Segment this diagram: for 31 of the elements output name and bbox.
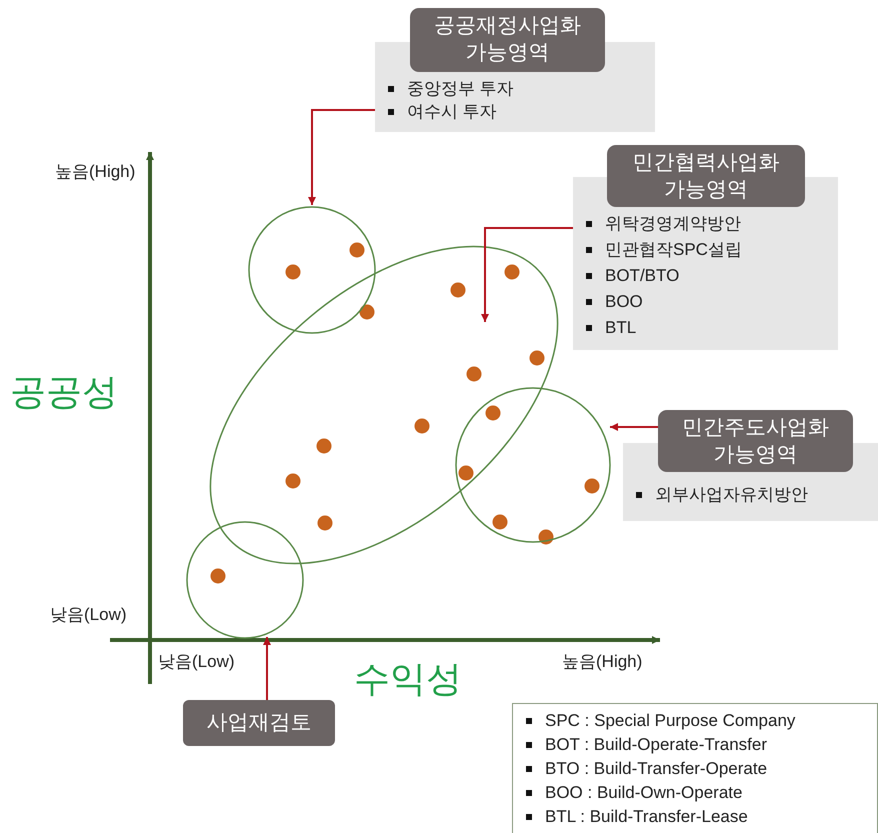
list-item: BOT/BTO bbox=[583, 265, 680, 287]
heading-tab: 민간협력사업화 가능영역 bbox=[607, 145, 805, 207]
list-item: BOO bbox=[583, 291, 643, 313]
list-item: 여수시 투자 bbox=[385, 101, 497, 123]
list-item: BOO : Build-Own-Operate bbox=[523, 782, 742, 804]
region-circle bbox=[186, 521, 304, 639]
label-box: 사업재검토 bbox=[183, 700, 335, 746]
arrow bbox=[481, 227, 573, 322]
list-item: 외부사업자유치방안 bbox=[633, 484, 808, 506]
list-item: BTO : Build-Transfer-Operate bbox=[523, 758, 768, 780]
axis-title: 공공성 bbox=[10, 370, 118, 414]
axis-label: 높음(High) bbox=[55, 161, 136, 183]
axis-label: 낮음(Low) bbox=[158, 651, 235, 673]
axis-label: 높음(High) bbox=[562, 651, 642, 673]
list-item: 중앙정부 투자 bbox=[385, 78, 514, 100]
heading-tab: 민간주도사업화 가능영역 bbox=[658, 410, 853, 472]
arrow bbox=[308, 109, 375, 205]
axis-title: 수익성 bbox=[354, 657, 462, 701]
region-circle bbox=[248, 206, 376, 334]
list-item: 민관협작SPC설립 bbox=[583, 239, 742, 261]
region-ellipse bbox=[210, 246, 558, 564]
arrow bbox=[610, 423, 658, 431]
axis-label: 낮음(Low) bbox=[50, 604, 127, 626]
region-circle bbox=[455, 387, 611, 543]
heading-tab: 공공재정사업화 가능영역 bbox=[410, 8, 605, 72]
arrow bbox=[263, 637, 271, 700]
list-item: BOT : Build-Operate-Transfer bbox=[523, 734, 768, 756]
list-item: 위탁경영계약방안 bbox=[583, 213, 741, 235]
list-item: BTL : Build-Transfer-Lease bbox=[523, 806, 748, 828]
list-item: SPC : Special Purpose Company bbox=[523, 710, 796, 732]
list-item: BTL bbox=[583, 317, 636, 339]
